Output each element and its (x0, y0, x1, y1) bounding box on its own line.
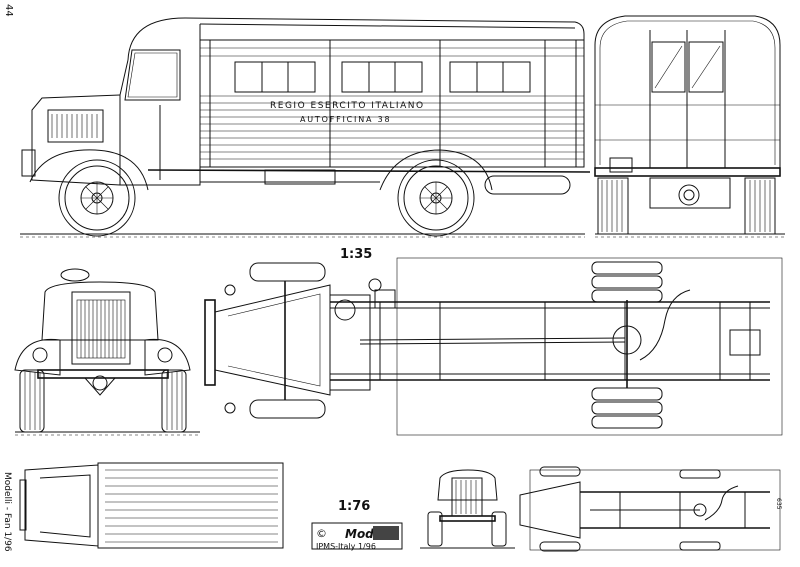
small-front-view (420, 469, 515, 549)
rear-view-wheels (597, 177, 776, 235)
rear-wheel-side (397, 159, 475, 237)
front-wheel-side (58, 159, 136, 237)
scale-label-1-35: 1:35 (340, 247, 372, 262)
credit-line: IPMS-Italy 1/96 (316, 542, 376, 551)
side-inscription-unit: REGIO ESERCITO ITALIANO (270, 101, 425, 111)
small-chassis-plan: 635 (519, 466, 782, 552)
front-view-tyres (19, 369, 187, 433)
scale-label-1-76: 1:76 (338, 499, 370, 514)
body-planks (200, 47, 584, 160)
logo-wordmark: Mod (345, 527, 374, 541)
page-number: 44 (3, 4, 14, 17)
chassis-plan-view (204, 257, 783, 436)
margin-caption: Modelli - Fan 1/96 (2, 472, 12, 552)
truck-side-view: REGIO ESERCITO ITALIANO AUTOFFICINA 38 (20, 17, 591, 238)
copyright-mark: © (316, 527, 327, 540)
publisher-logo: © Mod (311, 522, 403, 550)
bed-slats (105, 469, 278, 543)
truck-front-view (14, 268, 200, 436)
small-dimension-label: 635 (775, 498, 782, 510)
side-inscription-workshop: AUTOFFICINA 38 (300, 115, 391, 124)
truck-top-view-small (19, 462, 284, 549)
radiator-grille (80, 300, 122, 358)
hood-louvres (51, 114, 98, 138)
truck-rear-view (594, 15, 785, 238)
